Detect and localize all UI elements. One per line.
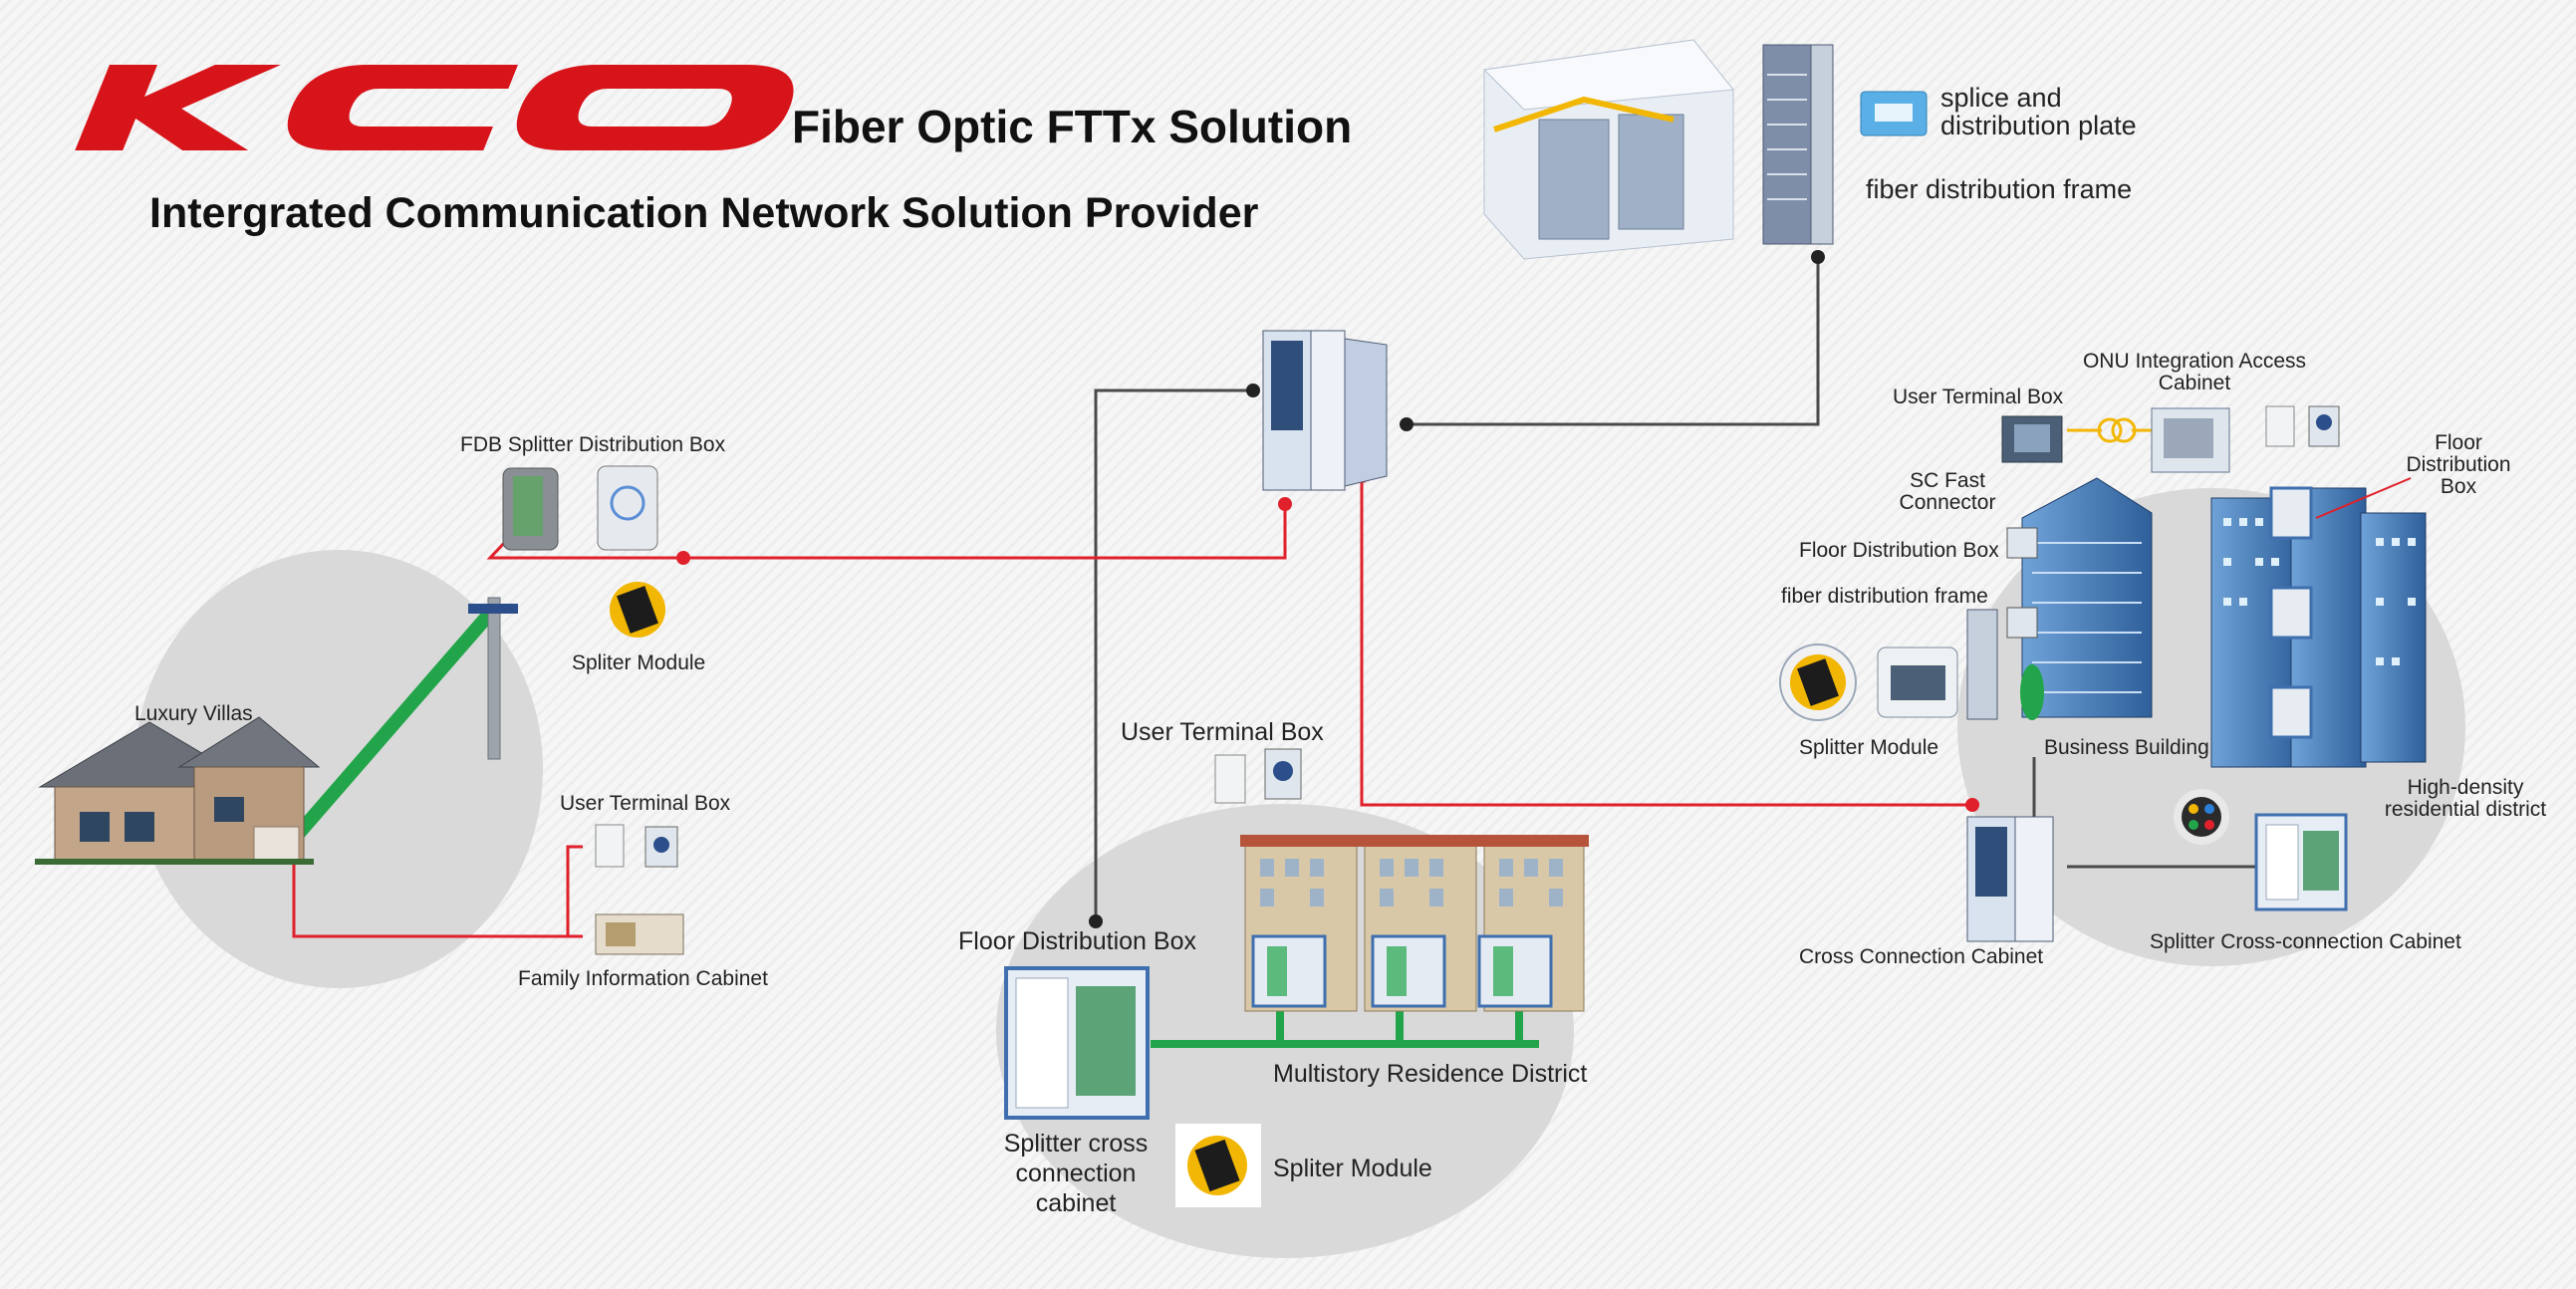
- label-splitter-module-right: Splitter Module: [1799, 736, 1939, 759]
- splice-plate-icon: [1860, 91, 1928, 136]
- utility-pole: [468, 597, 518, 760]
- label-floor-dist-center: Floor Distribution Box: [958, 927, 1196, 955]
- label-luxury-villas: Luxury Villas: [134, 702, 253, 725]
- fiber-floorbox-to-buildings: [1151, 1006, 1539, 1048]
- user-terminal-box-icons-left: [595, 824, 678, 868]
- kco-logo: [75, 65, 794, 150]
- cross-connection-cabinet-icon: [1966, 816, 2054, 942]
- business-building: [1966, 477, 2153, 720]
- label-fdf-right: fiber distribution frame: [1781, 585, 1988, 608]
- data-center-icon: [1482, 39, 1734, 260]
- label-user-terminal-center: User Terminal Box: [1121, 718, 1324, 746]
- label-onu-cabinet: ONU Integration Access Cabinet: [2082, 350, 2307, 395]
- high-density-towers: [2210, 477, 2427, 768]
- label-splice-plate: splice and distribution plate: [1940, 83, 2137, 141]
- label-floor-dist-right: Floor Distribution Box: [1799, 539, 1999, 562]
- label-family-info-cabinet: Family Information Cabinet: [518, 967, 768, 990]
- fiber-pole-to-villa: [288, 605, 499, 844]
- label-fdb-splitter-box: FDB Splitter Distribution Box: [460, 433, 726, 456]
- fiber-villa-to-terminal: [292, 839, 583, 938]
- spliter-module-icon-center: [1175, 1124, 1261, 1207]
- label-high-density: High-density residential district: [2384, 776, 2547, 822]
- splitter-cross-cabinet-icon-right: [2254, 813, 2348, 911]
- label-splitter-cross-right: Splitter Cross-connection Cabinet: [2150, 930, 2461, 953]
- multistory-buildings: [1240, 835, 1589, 1012]
- spliter-module-icon-left: [610, 582, 665, 638]
- label-user-terminal-right: User Terminal Box: [1893, 386, 2064, 408]
- label-sc-fast: SC Fast Connector: [1899, 469, 1996, 515]
- central-cabinet-icon: [1262, 330, 1388, 491]
- onu-cabinet-icon: [2151, 407, 2230, 473]
- label-fdf-top: fiber distribution frame: [1866, 174, 2133, 204]
- fiber-distribution-frame-rack: [1762, 44, 1834, 245]
- splitter-module-icons-right: [1779, 644, 1958, 721]
- user-terminal-box-icon-right: [2001, 415, 2063, 463]
- header-title: Fiber Optic FTTx Solution: [792, 101, 1353, 152]
- fiber-cable-icon: [2174, 789, 2229, 845]
- splitter-cross-cabinet-icon-center: [1004, 966, 1150, 1120]
- fiber-cabinet-to-cross: [1360, 476, 1972, 807]
- luxury-villa-icon: [35, 716, 321, 865]
- label-business-building: Business Building: [2044, 736, 2209, 759]
- label-floor-dist-box-right2: Floor Distribution Box: [2406, 431, 2511, 499]
- label-cross-connection: Cross Connection Cabinet: [1799, 945, 2044, 968]
- label-splitter-cross-center: Splitter cross connection cabinet: [1003, 1130, 1149, 1217]
- link-cabinet-to-floorbox: [1094, 388, 1253, 921]
- header-subtitle: Intergrated Communication Network Soluti…: [149, 189, 1259, 237]
- label-spliter-module-center: Spliter Module: [1273, 1155, 1432, 1182]
- connection-dots: [287, 250, 1979, 928]
- fdb-box-icons: [502, 465, 658, 551]
- floor-box-icons-top-right: [2265, 405, 2340, 447]
- family-info-cabinet-icon: [595, 913, 684, 955]
- fiber-coil-icon: [2097, 417, 2137, 443]
- link-odf-to-cabinet: [1407, 255, 1823, 426]
- label-spliter-module-left: Spliter Module: [572, 651, 706, 674]
- label-multistory-district: Multistory Residence District: [1273, 1060, 1588, 1088]
- user-terminal-box-icons-center: [1214, 748, 1302, 804]
- label-user-terminal-left: User Terminal Box: [560, 792, 731, 815]
